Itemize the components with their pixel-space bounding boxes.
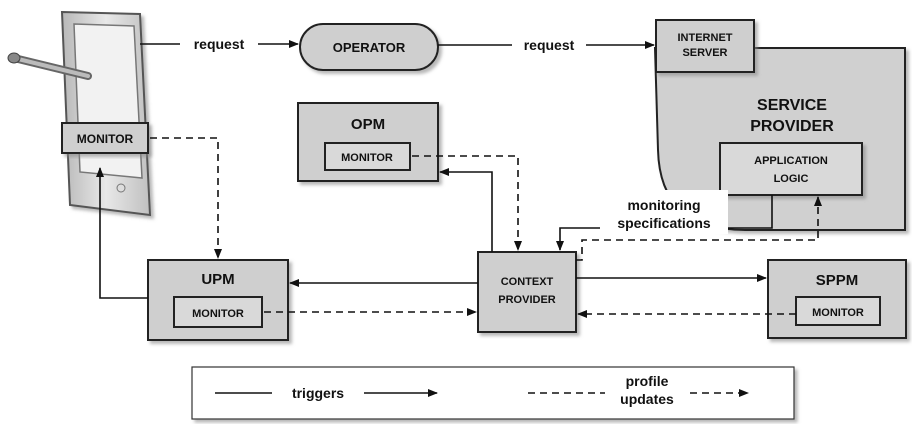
upm-node: UPM MONITOR bbox=[147, 259, 289, 341]
monitoring-label-line2: specifications bbox=[617, 215, 711, 231]
arrow-upm-to-tablet bbox=[96, 167, 148, 299]
legend-triggers-label: triggers bbox=[292, 385, 344, 401]
legend: triggers profile updates bbox=[191, 366, 795, 420]
legend-profile-label-line2: updates bbox=[620, 391, 674, 407]
opm-label: OPM bbox=[351, 116, 385, 133]
operator-node: OPERATOR bbox=[299, 23, 439, 71]
application-logic-node: APPLICATION LOGIC bbox=[719, 142, 863, 196]
arrow-context-to-app-logic bbox=[576, 196, 822, 261]
context-provider-node: CONTEXT PROVIDER bbox=[477, 251, 577, 333]
request-label-1: request bbox=[194, 36, 245, 52]
legend-triggers: triggers bbox=[215, 385, 438, 401]
tablet-device bbox=[60, 10, 152, 217]
operator-label: OPERATOR bbox=[333, 40, 406, 55]
application-logic-label-line1: APPLICATION bbox=[754, 155, 828, 167]
context-provider-label-line2: PROVIDER bbox=[498, 294, 556, 306]
monitoring-label-line1: monitoring bbox=[627, 197, 700, 213]
stylus-pen bbox=[7, 52, 92, 80]
arrow-opm-monitor-to-context bbox=[412, 155, 522, 251]
opm-node: OPM MONITOR bbox=[297, 102, 439, 182]
tablet-monitor-label: MONITOR bbox=[77, 132, 134, 146]
arrow-context-to-opm bbox=[439, 168, 493, 252]
internet-server-label-line1: INTERNET bbox=[678, 32, 733, 44]
arrow-request-to-operator: request bbox=[140, 36, 299, 52]
opm-monitor-label: MONITOR bbox=[341, 152, 393, 164]
arrow-request-to-server: request bbox=[438, 37, 655, 53]
internet-server-label-line2: SERVER bbox=[682, 47, 727, 59]
upm-label: UPM bbox=[201, 271, 234, 288]
service-provider-label-line1: SERVICE bbox=[757, 97, 827, 114]
tablet-monitor-box: MONITOR bbox=[61, 122, 149, 154]
service-provider-label-line2: PROVIDER bbox=[750, 118, 834, 135]
sppm-monitor-label: MONITOR bbox=[812, 307, 864, 319]
arrow-tablet-monitor-to-upm bbox=[150, 137, 222, 259]
sppm-label: SPPM bbox=[816, 272, 859, 289]
request-label-2: request bbox=[524, 37, 575, 53]
legend-profile-label-line1: profile bbox=[626, 373, 669, 389]
context-provider-label-line1: CONTEXT bbox=[501, 276, 554, 288]
sppm-node: SPPM MONITOR bbox=[767, 259, 907, 339]
application-logic-label-line2: LOGIC bbox=[774, 173, 809, 185]
upm-monitor-label: MONITOR bbox=[192, 308, 244, 320]
legend-profile-updates: profile updates bbox=[528, 373, 749, 407]
monitoring-specifications-label: monitoring specifications bbox=[600, 190, 728, 234]
internet-server-node: INTERNET SERVER bbox=[655, 19, 755, 73]
